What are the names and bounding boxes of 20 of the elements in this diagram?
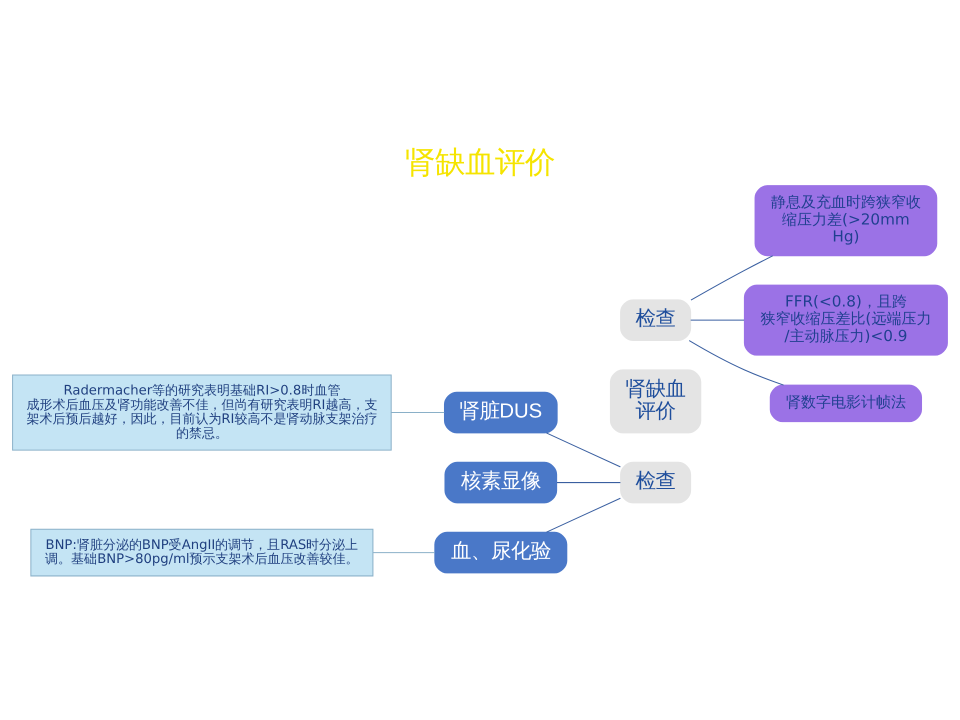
node-box: 检查 bbox=[620, 462, 692, 504]
connector bbox=[391, 412, 444, 414]
node-box: FFR(<0.8)，且跨狭窄收缩压差比(远端压力/主动脉压力)<0.9 bbox=[744, 284, 948, 356]
connector bbox=[546, 432, 621, 468]
node-box: 肾脏DUS bbox=[444, 392, 558, 434]
node-box: 核素显像 bbox=[444, 462, 558, 504]
node-box: 肾数字电影计帧法 bbox=[770, 384, 922, 422]
connector bbox=[373, 552, 435, 554]
node-box: 检查 bbox=[620, 299, 692, 341]
node-box: BNP:肾脏分泌的BNP受AngII的调节，且RAS时分泌上调。基础BNP>80pg/ml预示支架术后血压改善较佳。 bbox=[30, 528, 374, 576]
connector bbox=[688, 340, 784, 386]
connector bbox=[546, 498, 621, 533]
connector bbox=[690, 255, 773, 301]
node-box: Radermacher等的研究表明基础RI>0.8时血管成形术后血压及肾功能改善不佳，但尚有研究表明RI越高，支架术后预后越好，因此，目前认为RI较高不是肾动脉支架治疗的禁忌。 bbox=[12, 374, 392, 451]
node-box: 肾缺血评价 bbox=[610, 369, 702, 434]
connector bbox=[690, 320, 744, 321]
node-box: 静息及充血时跨狭窄收缩压力差(>20mmHg) bbox=[754, 185, 938, 256]
node-box: 血、尿化验 bbox=[434, 532, 568, 574]
diagram-title: 肾缺血评价 bbox=[405, 145, 555, 180]
connector bbox=[556, 482, 620, 484]
